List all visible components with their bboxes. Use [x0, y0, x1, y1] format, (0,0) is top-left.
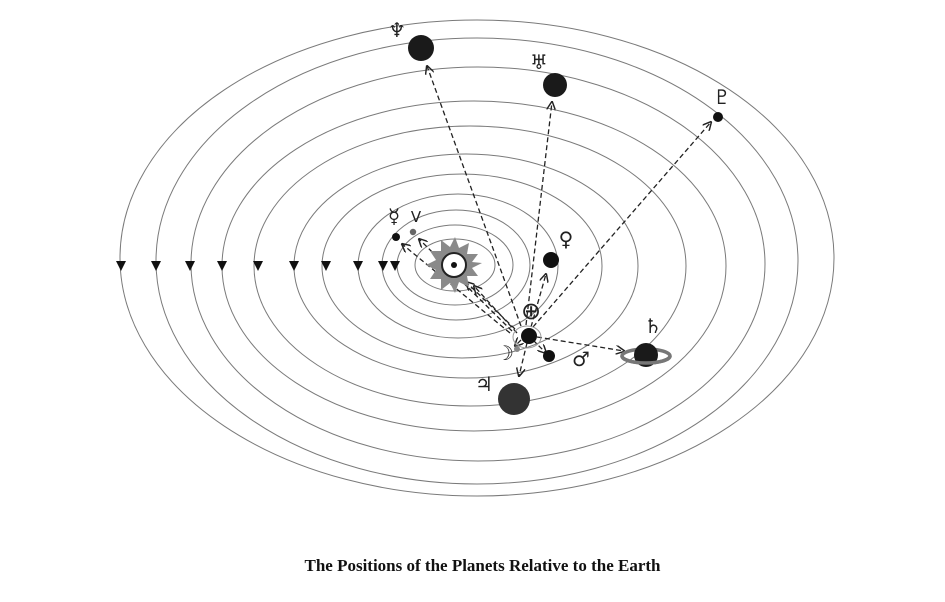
triangle-marker: [390, 261, 400, 271]
saturn-ring-front: [620, 355, 672, 365]
jupiter-symbol: ♃: [475, 372, 493, 396]
pluto-symbol: ♇: [713, 85, 731, 109]
mars-planet: [543, 350, 555, 362]
earth-planet: [521, 328, 537, 344]
vulcan-symbol: V: [411, 208, 422, 226]
jupiter-planet: [498, 383, 530, 415]
mercury-planet: [392, 233, 400, 241]
orbit-rings: [119, 19, 835, 497]
figure-caption: The Positions of the Planets Relative to…: [304, 556, 661, 575]
arrow-to-saturn: [536, 336, 624, 351]
saturn-symbol: ♄: [644, 314, 662, 338]
sun-center-dot: [451, 262, 457, 268]
triangle-marker: [116, 261, 126, 271]
arrow-to-pluto: [532, 122, 711, 328]
arrow-to-jupiter: [519, 342, 528, 376]
arrow-to-neptune: [427, 66, 522, 327]
triangle-marker: [321, 261, 331, 271]
arrow-to-sun-2: [474, 286, 518, 334]
mars-symbol: ♂: [572, 347, 590, 371]
arrow-to-mars: [532, 339, 546, 353]
venus-symbol: ♀: [559, 227, 574, 251]
orbit-ring: [321, 173, 603, 359]
orbit-ring: [119, 19, 835, 497]
earth-symbol: ⊕: [521, 297, 541, 325]
arrow-to-venus: [530, 274, 546, 328]
earth-halo: [512, 325, 542, 349]
neptune-symbol: ♆: [388, 18, 406, 42]
triangle-marker: [253, 261, 263, 271]
pluto-planet: [713, 112, 723, 122]
triangle-marker: [217, 261, 227, 271]
arrow-to-moon: [515, 340, 521, 346]
orbit-markers: [116, 261, 400, 271]
venus-planet: [543, 252, 559, 268]
orbit-ring: [253, 125, 687, 407]
arrow-to-sun-1: [466, 282, 516, 330]
triangle-marker: [151, 261, 161, 271]
triangle-marker: [353, 261, 363, 271]
direction-arrows: [402, 66, 711, 376]
arrow-to-mercury: [402, 244, 511, 334]
neptune-planet: [408, 35, 434, 61]
arrow-to-uranus: [525, 102, 552, 326]
sun-icon: [426, 237, 482, 293]
moon-symbol: ☽: [496, 341, 514, 365]
moon-body: [514, 346, 520, 352]
triangle-marker: [378, 261, 388, 271]
orbit-ring: [155, 37, 799, 485]
uranus-symbol: ♅: [530, 50, 548, 74]
saturn-body: [634, 343, 658, 367]
triangle-marker: [185, 261, 195, 271]
uranus-planet: [543, 73, 567, 97]
triangle-marker: [289, 261, 299, 271]
saturn-planet: [620, 343, 672, 367]
mercury-symbol: ☿: [388, 204, 400, 228]
vulcan-planet: [409, 228, 417, 236]
